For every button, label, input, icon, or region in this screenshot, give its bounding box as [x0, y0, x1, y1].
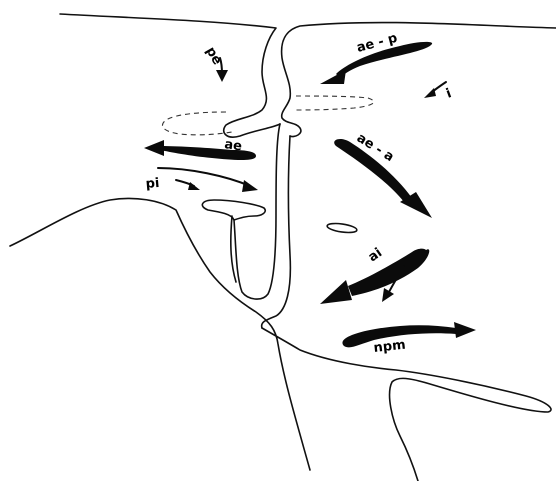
epiglottis-tab	[202, 200, 265, 220]
dashed-outline-left	[162, 112, 232, 135]
small-oval	[327, 222, 358, 234]
label-ai: ai	[366, 245, 385, 265]
label-i: i	[444, 86, 453, 102]
label-pi: pi	[145, 176, 160, 192]
arrow-ai-body	[348, 249, 429, 296]
arrow-pi-short-head	[188, 182, 200, 190]
arrow-npm-head	[454, 322, 476, 338]
arrow-ai-branch-head	[382, 288, 394, 302]
label-ae: ae	[223, 137, 243, 154]
arrow-pe-head	[216, 70, 228, 82]
upper-right-contour	[282, 23, 556, 137]
arrow-i-head	[424, 88, 436, 98]
arrow-ae-p-head	[320, 70, 346, 84]
arrow-pi-long-head	[242, 180, 258, 192]
label-npm: npm	[373, 338, 407, 356]
dashed-outline-right	[296, 96, 374, 110]
arrow-pi-long	[158, 168, 250, 186]
arrow-ai-head	[320, 280, 352, 304]
lower-right-contour	[262, 328, 551, 481]
lower-left-contour	[10, 198, 310, 470]
arrow-ae-head	[144, 140, 164, 156]
